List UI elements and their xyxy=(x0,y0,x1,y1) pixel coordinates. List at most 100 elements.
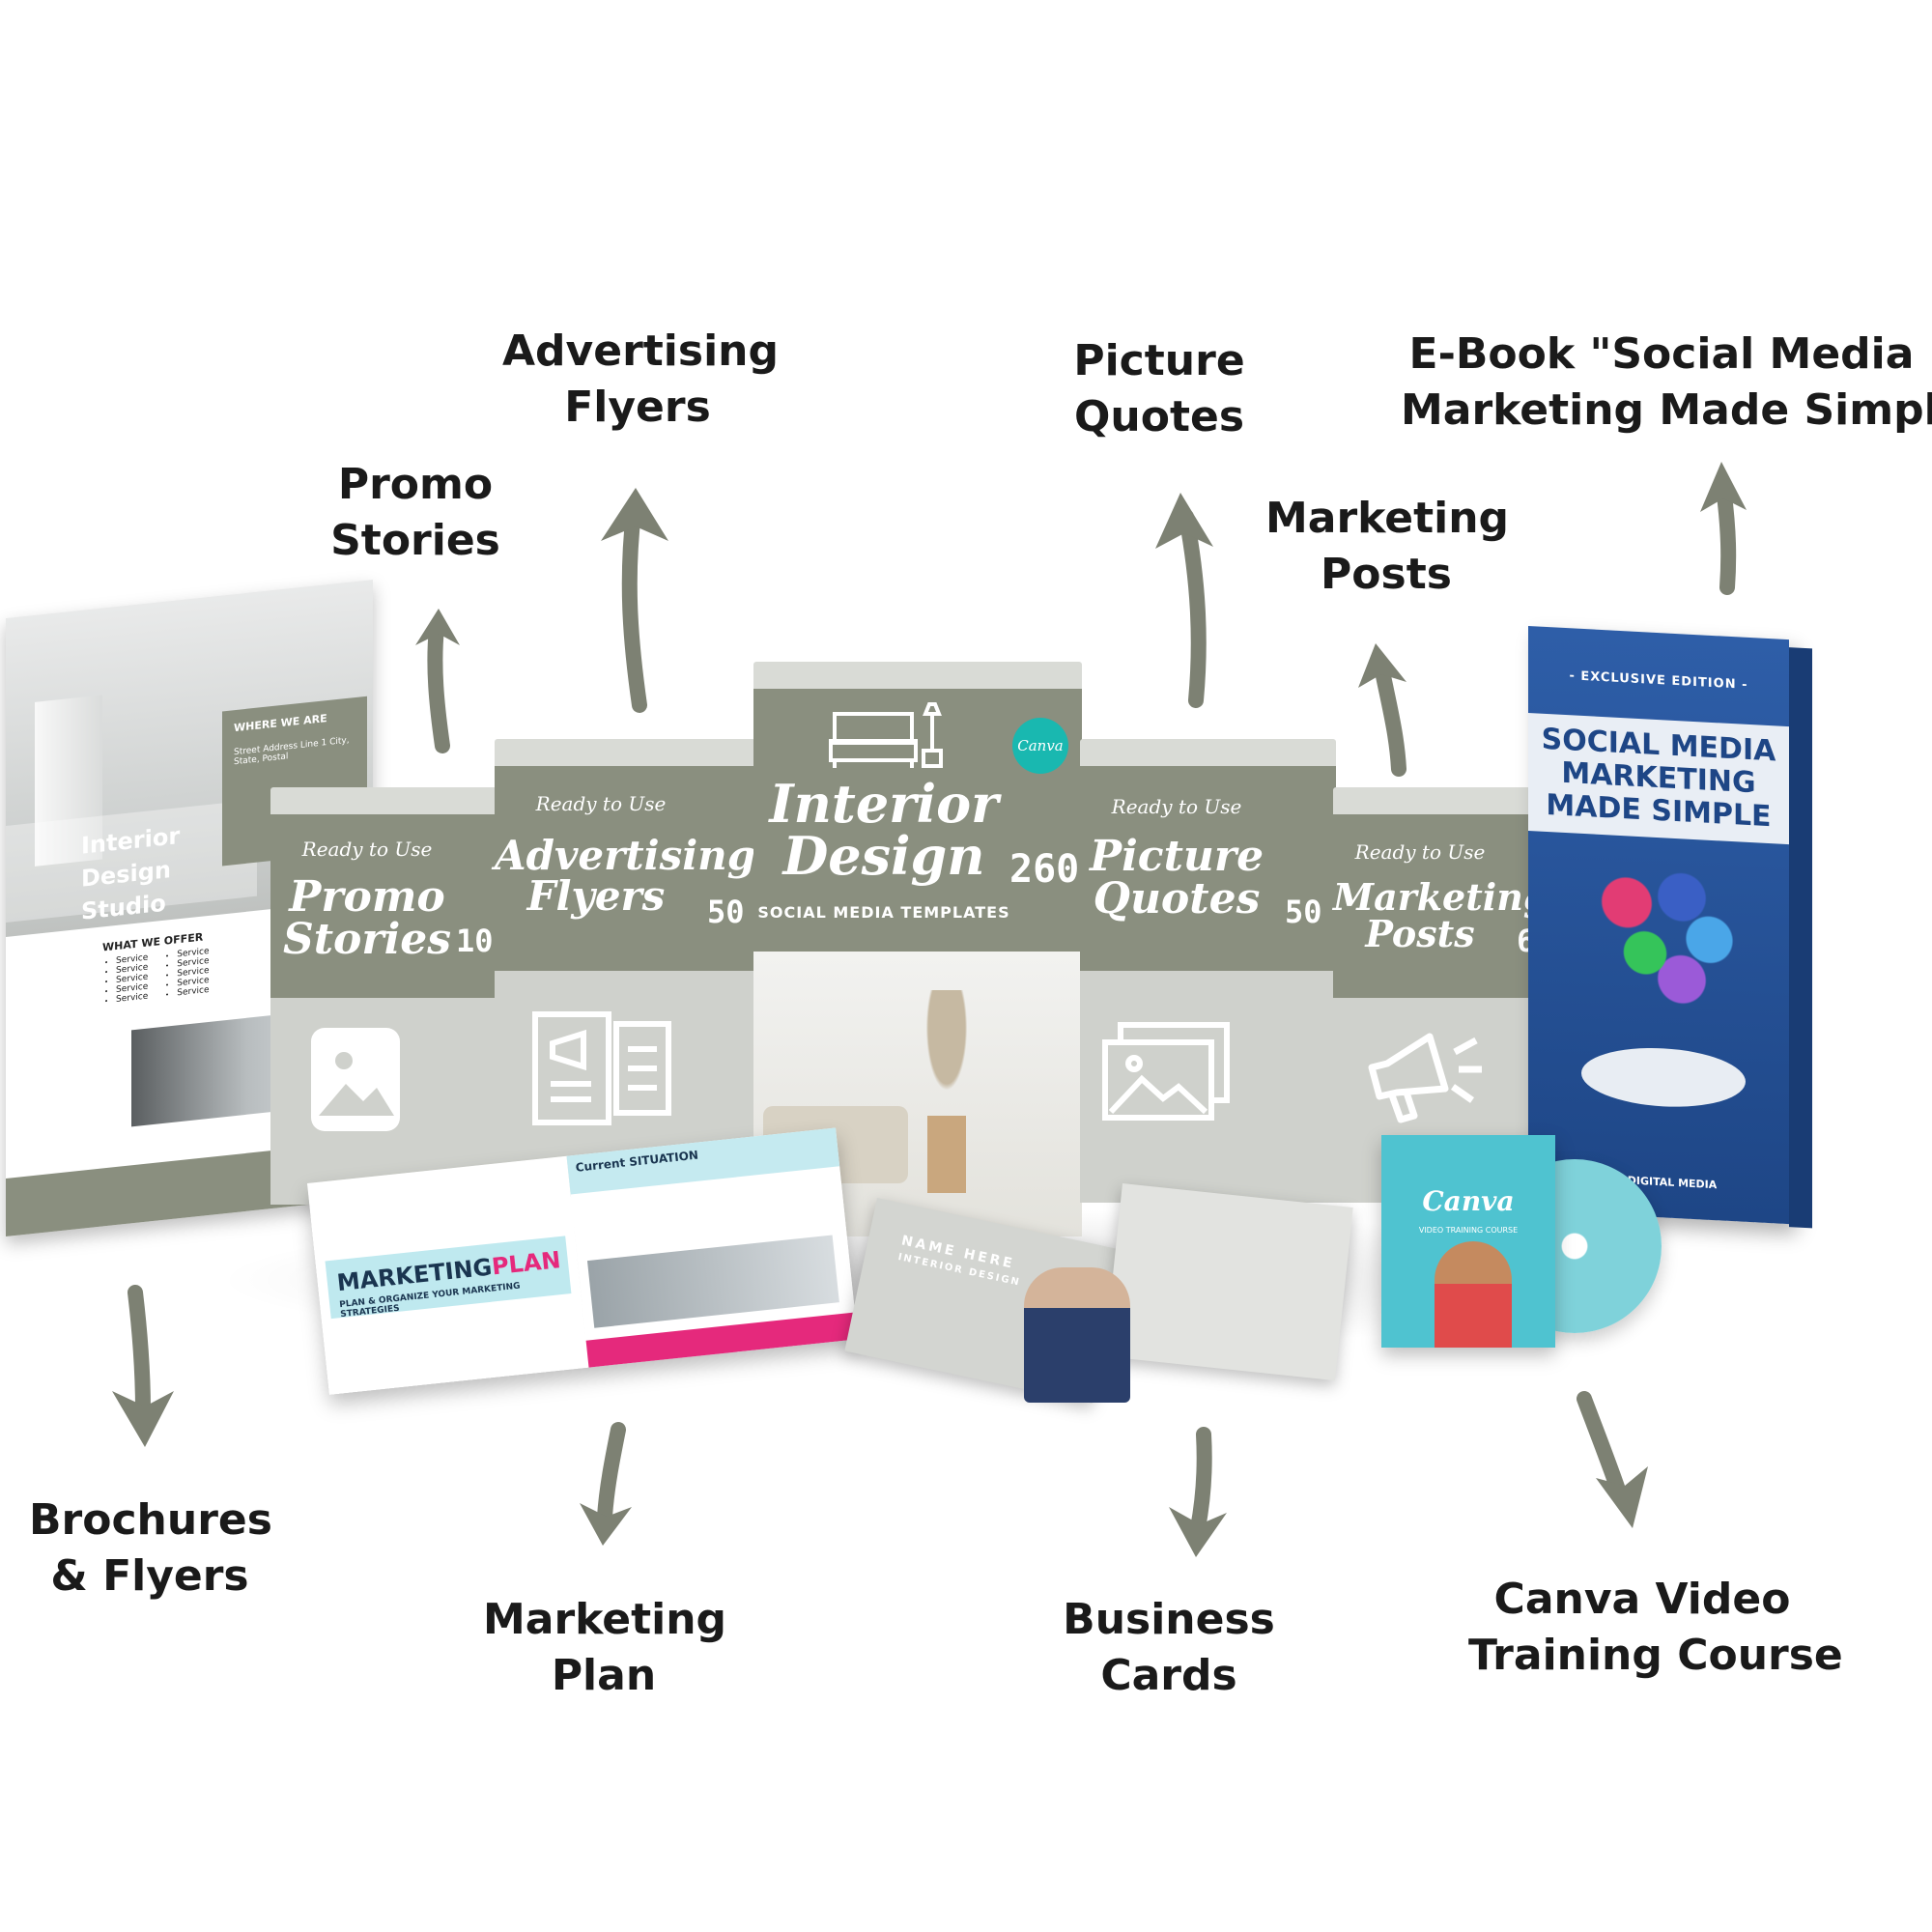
label-picture-quotes: Picture Quotes xyxy=(1053,333,1265,445)
box-count: 50 xyxy=(1285,894,1322,930)
box-title-line: Design xyxy=(782,825,985,887)
box-title-line: Marketing xyxy=(1333,875,1549,919)
label-business-cards: Business Cards xyxy=(1053,1592,1285,1704)
label-line: Marketing xyxy=(483,1595,727,1644)
box-title-line: Picture xyxy=(1090,832,1264,881)
label-line: Training Course xyxy=(1468,1631,1843,1680)
brochure-offer: WHAT WE OFFER Service Service Service Se… xyxy=(102,930,210,1007)
business-card-back xyxy=(1104,1183,1353,1381)
box-top xyxy=(495,766,755,971)
side-table xyxy=(927,1116,966,1193)
label-canva-video: Canva Video Training Course xyxy=(1468,1572,1843,1684)
box-ready-label: Ready to Use xyxy=(1111,795,1242,818)
arrow-ebook xyxy=(1716,480,1737,595)
plan-photo xyxy=(586,1235,839,1328)
box-ready-label: Ready to Use xyxy=(1354,840,1486,864)
box-count: 260 xyxy=(1009,847,1080,892)
brochure-studio-line: Studio xyxy=(81,889,166,925)
arrow-promo-stories xyxy=(427,620,450,753)
list-item: Service xyxy=(177,985,209,998)
box-picture-quotes: Ready to Use Picture Quotes 50 xyxy=(1080,739,1336,1203)
arrowhead-canva-video xyxy=(1596,1466,1648,1528)
box-title-line: Posts xyxy=(1365,912,1475,955)
label-line: Marketing xyxy=(1265,494,1510,543)
arrowhead-promo-stories xyxy=(415,609,460,645)
label-line: & Flyers xyxy=(50,1551,249,1601)
arrow-advertising-flyers xyxy=(621,504,647,713)
box-title: Promo Stories xyxy=(280,876,454,961)
plan-left-page: MARKETINGPLAN PLAN & ORGANIZE YOUR MARKE… xyxy=(307,1155,589,1395)
list-item: Service xyxy=(116,992,148,1005)
label-line: Promo xyxy=(337,460,494,509)
label-promo-stories: Promo Stories xyxy=(319,457,512,569)
arrow-marketing-plan xyxy=(597,1422,626,1524)
box-title-line: Interior xyxy=(769,773,999,835)
box-lid xyxy=(1333,787,1565,814)
label-line: Posts xyxy=(1321,550,1452,599)
arrowhead-marketing-plan xyxy=(580,1503,632,1546)
brochure-studio-line: Interior Design xyxy=(81,822,181,893)
box-ready-label: Ready to Use xyxy=(535,792,667,815)
box-title: Advertising Flyers xyxy=(495,836,755,920)
box-advertising-flyers: Ready to Use Advertising Flyers 50 xyxy=(495,739,755,1198)
box-lid xyxy=(753,662,1082,689)
presenter-photo xyxy=(1435,1241,1512,1348)
image-icon xyxy=(311,1028,400,1131)
box-promo-stories: Ready to Use Promo Stories 100 xyxy=(270,787,512,1205)
portrait-photo xyxy=(1024,1267,1130,1403)
card-name: NAME HERE INTERIOR DESIGN xyxy=(896,1233,1025,1289)
box-ready-label: Ready to Use xyxy=(301,838,433,861)
ebook-edition: - EXCLUSIVE EDITION - xyxy=(1569,668,1748,693)
plan-right-page: Current SITUATION xyxy=(566,1127,858,1368)
megaphone-icon xyxy=(1368,1033,1482,1123)
photos-icon xyxy=(1102,1022,1230,1121)
arrow-business-cards xyxy=(1190,1427,1212,1536)
box-subtitle: SOCIAL MEDIA TEMPLATES xyxy=(757,903,1010,922)
label-line: Quotes xyxy=(1073,392,1245,441)
arrowhead-advertising-flyers xyxy=(601,488,668,541)
label-line: Flyers xyxy=(564,383,711,432)
box-count: 50 xyxy=(707,894,745,930)
brochure-offer-list: Service Service Service Service Service … xyxy=(102,947,210,1007)
arrow-picture-quotes xyxy=(1179,509,1207,708)
box-lid xyxy=(270,787,497,814)
ebook-cover: - EXCLUSIVE EDITION - SOCIAL MEDIA MARKE… xyxy=(1528,626,1789,1225)
dvd-title: Canva xyxy=(1422,1185,1515,1217)
box-marketing-posts: Ready to Use Marketing Posts 60 xyxy=(1333,787,1565,1203)
label-line: Cards xyxy=(1100,1651,1237,1700)
label-ebook: E-Book "Social Media Marketing Made Simp… xyxy=(1401,327,1932,439)
box-title: Interior Design xyxy=(753,778,1014,882)
box-title-line: Flyers xyxy=(526,872,666,920)
arrowhead-ebook xyxy=(1700,462,1747,512)
label-line: Advertising xyxy=(502,327,779,376)
vase-plant xyxy=(918,990,976,1116)
label-line: E-Book "Social Media xyxy=(1408,329,1915,379)
label-marketing-posts: Marketing Posts xyxy=(1265,491,1510,603)
arrow-canva-video xyxy=(1577,1391,1627,1500)
flyer-icon xyxy=(532,1011,671,1125)
label-line: Picture xyxy=(1073,336,1245,385)
arrow-brochures xyxy=(128,1285,151,1418)
label-line: Business xyxy=(1063,1595,1275,1644)
bed-icon xyxy=(829,702,943,768)
box-title: Picture Quotes xyxy=(1090,836,1264,921)
label-brochures-flyers: Brochures & Flyers xyxy=(29,1492,272,1605)
canva-badge: Canva xyxy=(1012,718,1068,774)
arrowhead-picture-quotes xyxy=(1155,493,1213,549)
label-line: Brochures xyxy=(29,1495,272,1545)
label-advertising-flyers: Advertising Flyers xyxy=(502,324,779,436)
ebook-title: SOCIAL MEDIA MARKETING MADE SIMPLE xyxy=(1528,713,1789,845)
label-marketing-plan: Marketing Plan xyxy=(483,1592,727,1704)
dvd-subtitle: VIDEO TRAINING COURSE xyxy=(1418,1226,1519,1235)
box-title: Marketing Posts xyxy=(1333,879,1548,955)
brochure-where-title: WHERE WE ARE xyxy=(234,712,327,735)
brochure-address: Street Address Line 1 City, State, Posta… xyxy=(234,735,350,768)
label-line: Canva Video xyxy=(1493,1575,1791,1624)
box-top xyxy=(270,814,497,998)
arrowhead-business-cards xyxy=(1169,1507,1227,1557)
arrow-marketing-posts xyxy=(1374,659,1406,777)
label-line: Stories xyxy=(330,516,500,565)
box-title-line: Quotes xyxy=(1093,874,1261,923)
box-title-line: Promo xyxy=(289,872,445,922)
box-lid xyxy=(1080,739,1336,766)
